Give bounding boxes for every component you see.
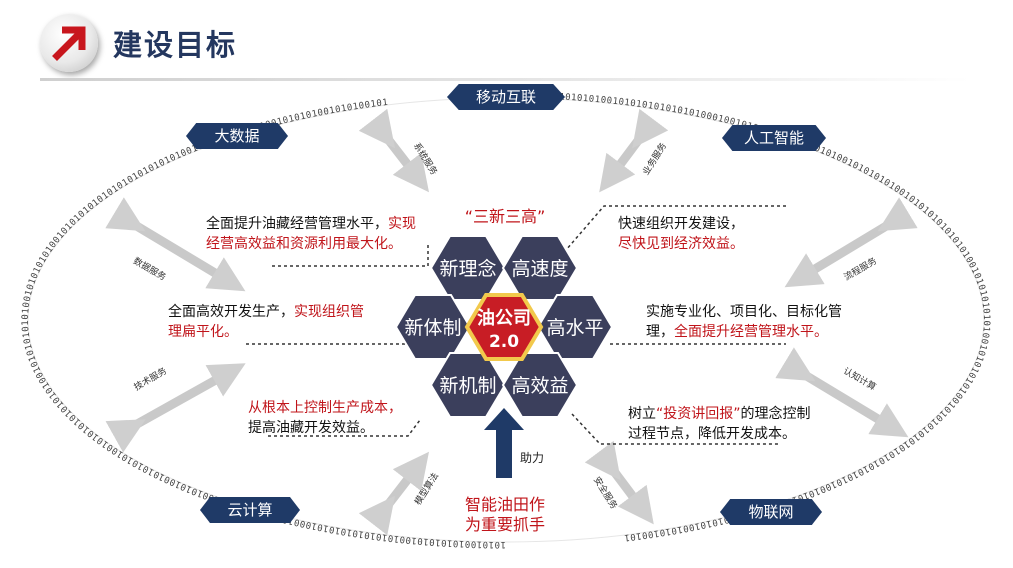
connector-d1: [272, 244, 429, 267]
connector-d3: [268, 419, 421, 437]
core-label-line2: 2.0: [489, 332, 519, 352]
arrow-tech-service: [105, 363, 246, 453]
connector-d6: [571, 413, 780, 445]
desc-efficient-production: 全面高效开发生产，实现组织管 理扁平化。: [168, 304, 364, 340]
page-title: 建设目标: [113, 28, 238, 62]
header-divider: [40, 78, 970, 81]
assist-arrow: [484, 408, 524, 478]
hex-label-new-concept: 新理念: [439, 257, 496, 280]
arrow-cognitive-computing: [775, 347, 909, 438]
desc-investment-return: 树立“投资讲回报”的理念控制 过程节点，降低开发成本。: [628, 406, 811, 442]
connector-d4: [565, 205, 786, 251]
desc-specialized-management: 实施专业化、项目化、目标化管 理，全面提升经营管理水平。: [646, 304, 842, 340]
hex-label-high-level: 高水平: [546, 317, 603, 339]
bottom-caption-line1: 智能油田作: [465, 495, 545, 514]
assist-arrow-head: [484, 408, 524, 430]
arrow-process-service: [784, 197, 918, 288]
hex-label-high-efficiency: 高效益: [511, 375, 568, 397]
bottom-caption-line2: 为重要抓手: [465, 515, 545, 534]
assist-label: 助力: [520, 451, 544, 465]
hexagon-cluster: 新理念 高速度 新体制 高水平 新机制 高效益 油公司 2.0: [394, 235, 614, 418]
tag-mobile-internet: 移动互联: [447, 84, 565, 110]
hex-label-high-speed: 高速度: [511, 258, 568, 280]
tag-ai: 人工智能: [722, 125, 826, 151]
arrow-up-right-icon: [52, 26, 86, 61]
header-arrow-logo: [40, 14, 98, 72]
hex-label-new-system: 新体制: [404, 317, 461, 339]
hex-label-new-mechanism: 新机制: [439, 375, 496, 397]
hex-core: [464, 293, 544, 361]
tag-big-data: 大数据: [186, 123, 288, 149]
tag-iot: 物联网: [720, 499, 822, 525]
service-arrows: [105, 108, 918, 536]
arrow-model-algorithm: [358, 451, 430, 536]
desc-rapid-construction: 快速组织开发建设， 尽快见到经济效益。: [618, 216, 744, 252]
arrow-data-service: [105, 197, 246, 292]
desc-cost-control: 从根本上控制生产成本， 提高油藏开发效益。: [248, 400, 402, 436]
dotted-connectors: [246, 205, 786, 445]
tag-cloud-computing: 云计算: [200, 497, 300, 523]
center-heading: “三新三高”: [465, 207, 546, 226]
desc-reservoir-management: 全面提升油藏经营管理水平，实现 经营高效益和资源利用最大化。: [206, 216, 416, 252]
arrow-business-service: [599, 108, 669, 193]
arrow-system-service: [358, 108, 430, 193]
assist-arrow-shaft: [496, 428, 512, 478]
core-label-line1: 油公司: [477, 307, 531, 329]
arrow-security-service: [584, 440, 654, 525]
